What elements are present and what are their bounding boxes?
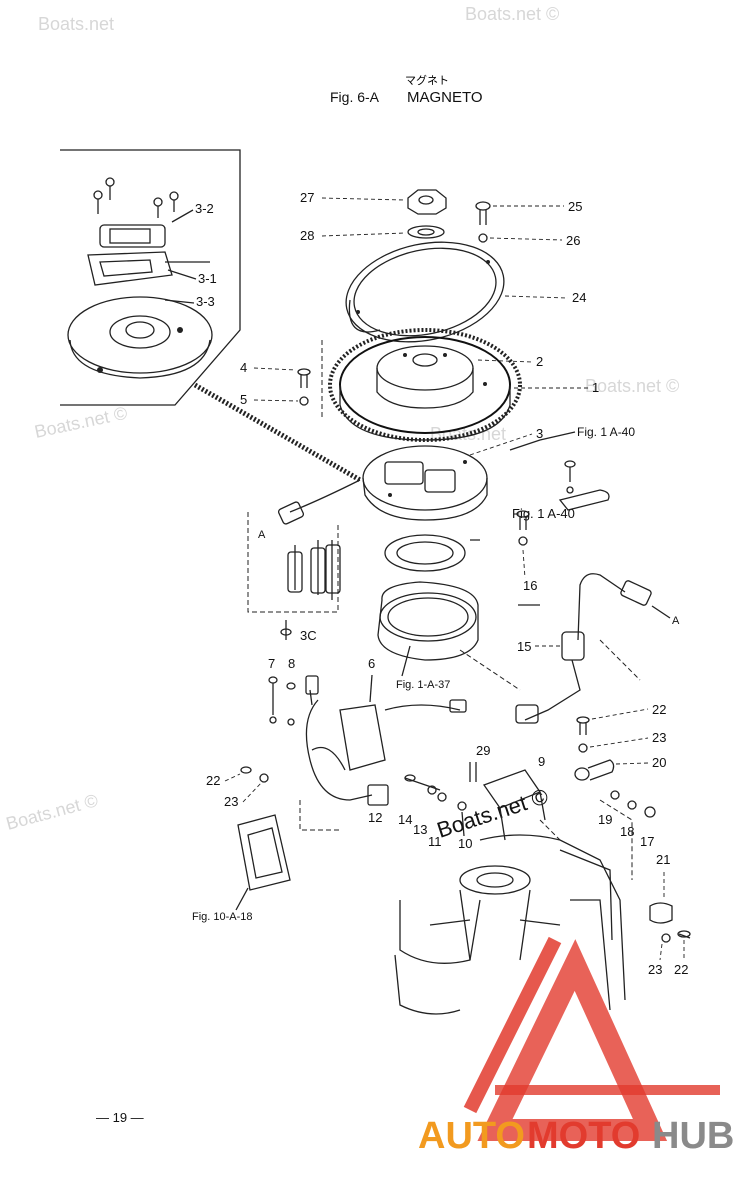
callout-22-left: 22 (206, 773, 220, 788)
inset-base-plate (67, 296, 213, 374)
callout-22-right: 22 (652, 702, 666, 717)
watermark: Boats.net © (33, 403, 129, 442)
callout-14: 14 (398, 812, 412, 827)
flywheel-cover-24: 24 (345, 241, 586, 343)
callout-13: 13 (413, 822, 427, 837)
ref-fig-10-a-18: Fig. 10-A-18 (192, 911, 253, 923)
cdi-cable-15: A 15 (459, 573, 680, 724)
callout-3c: 3C (300, 628, 317, 643)
inset-border (60, 149, 241, 406)
page-number: — 19 — (96, 1110, 144, 1125)
figure-header: マグネト Fig. 6-A MAGNETO (330, 73, 483, 106)
ref-fig-1-a-40: Fig. 1 A-40 (512, 506, 575, 521)
left-fastener-group: 22 23 (206, 766, 269, 809)
figure-kana: マグネト (405, 73, 449, 87)
ref-a-right: A (672, 615, 680, 627)
callout-12: 12 (368, 810, 382, 825)
callout-23-left: 23 (224, 794, 238, 809)
callout-16: 16 (523, 578, 537, 593)
automotohub-logo: AUTO MOTO HUB (418, 936, 734, 1157)
ref-a-left: A (258, 529, 266, 541)
callout-3-1: 3-1 (198, 271, 217, 286)
logo-text-hub: HUB (652, 1115, 734, 1157)
callout-25: 25 (568, 199, 582, 214)
callout-28: 28 (300, 228, 314, 243)
inset-variant-box: 3-2 3-1 3-3 (60, 149, 241, 406)
watermark: Boats.net © (434, 783, 551, 842)
callout-20: 20 (652, 755, 666, 770)
callout-17: 17 (640, 834, 654, 849)
callout-3: 3 (536, 426, 543, 441)
rectifier-assembly: 29 9 14 13 11 10 (398, 743, 546, 851)
callout-15: 15 (517, 639, 531, 654)
throttle-link-parts: 16 (470, 460, 610, 606)
inset-coil (99, 224, 166, 248)
ignition-coil: Fig. 10-A-18 (192, 814, 291, 923)
callout-11: 11 (428, 834, 442, 849)
callout-24: 24 (572, 290, 586, 305)
ref-fig-1-a-40-label: Fig. 1 A-40 (577, 425, 635, 439)
callout-7: 7 (268, 656, 275, 671)
callout-8: 8 (288, 656, 295, 671)
watermark: Boats.net © (465, 4, 559, 24)
callout-22-bottom: 22 (674, 962, 688, 977)
cdi-unit-6: 7 8 6 12 (268, 656, 467, 831)
callout-18: 18 (620, 824, 634, 839)
flywheel-nut-group: 27 28 25 26 (300, 189, 582, 248)
stator-screw-group: 4 5 (240, 360, 311, 407)
flywheel-nut (407, 189, 447, 215)
ref-fig-1-a-37: Fig. 1-A-37 (396, 679, 450, 691)
callout-29: 29 (476, 743, 490, 758)
callout-3-2: 3-2 (195, 201, 214, 216)
callout-1: 1 (592, 380, 599, 395)
callout-2: 2 (536, 354, 543, 369)
inset-cable (193, 382, 362, 483)
inset-screws (93, 177, 179, 218)
callout-23-right: 23 (652, 730, 666, 745)
watermark: Boats.net (38, 14, 114, 34)
callout-5: 5 (240, 392, 247, 407)
stator-base-3: 3 (362, 426, 543, 521)
logo-text-moto: MOTO (527, 1115, 640, 1157)
pulser-harness: A 3C (258, 479, 361, 643)
bottom-right-fasteners: 21 23 22 (648, 852, 691, 977)
logo-triangle (477, 939, 668, 1141)
screw-25 (475, 201, 491, 211)
figure-number: Fig. 6-A (330, 89, 380, 105)
watermark: Boats.net © (4, 790, 100, 834)
callout-6: 6 (368, 656, 375, 671)
inset-module (87, 251, 173, 286)
watermark: Boats.net © (585, 376, 679, 396)
flywheel-1: 2 1 (321, 328, 599, 442)
figure-title: MAGNETO (407, 89, 483, 106)
magneto-base-ring: Fig. 1 A-40 Fig. 1 A-40 Fig. 1-A-37 (377, 425, 635, 691)
washer-26 (478, 233, 488, 243)
powerhead-housing (394, 799, 633, 1015)
callout-19: 19 (598, 812, 612, 827)
logo-text-auto: AUTO (418, 1115, 525, 1157)
callout-27: 27 (300, 190, 314, 205)
callout-9: 9 (538, 754, 545, 769)
right-fastener-group: 22 23 20 19 18 17 (574, 702, 666, 849)
callout-4: 4 (240, 360, 247, 375)
callout-3-3: 3-3 (196, 294, 215, 309)
callout-23-bottom: 23 (648, 962, 662, 977)
lock-washer (407, 225, 445, 239)
callout-21: 21 (656, 852, 670, 867)
callout-10: 10 (458, 836, 472, 851)
harness-group-outline (247, 512, 339, 613)
callout-26: 26 (566, 233, 580, 248)
